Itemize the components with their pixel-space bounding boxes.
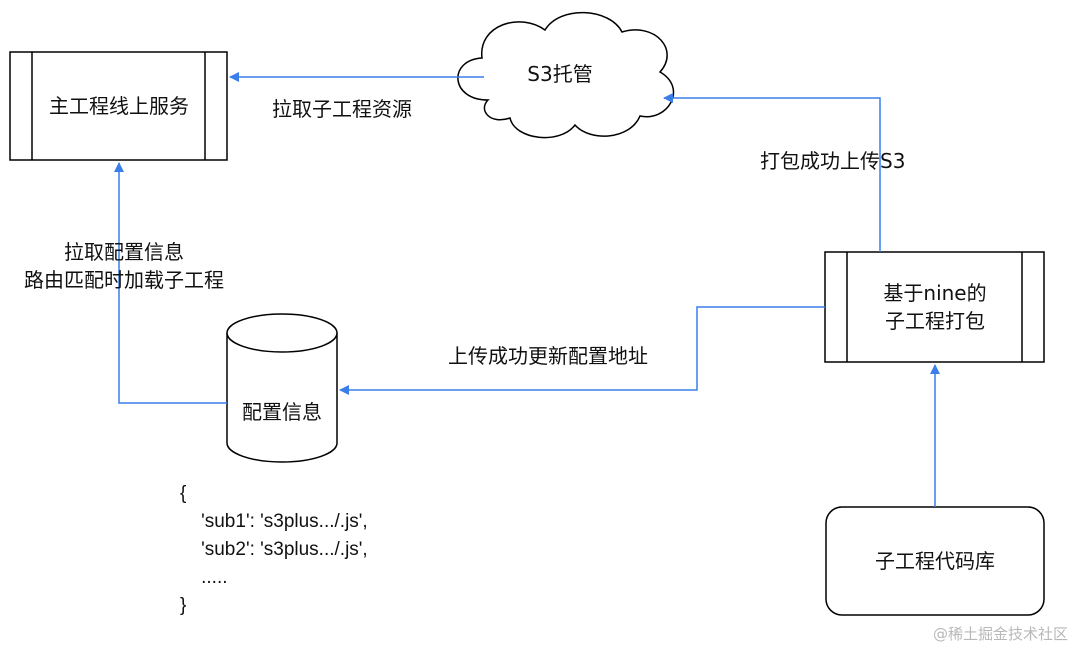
- watermark: @稀土掘金技术社区: [932, 625, 1068, 643]
- s3-cloud: [457, 11, 675, 139]
- arrow-build-to-s3: [663, 93, 881, 252]
- main-service-box: [9, 51, 228, 161]
- main-service-label: 主工程线上服务: [49, 94, 189, 118]
- code-line: }: [180, 595, 187, 616]
- arrow-build-to-config: [339, 306, 825, 395]
- edge-label-update-config: 上传成功更新配置地址: [448, 344, 648, 368]
- build-box: [824, 251, 1045, 363]
- config-database: [226, 313, 338, 463]
- config-code-sample: { 'sub1': 's3plus.../.js', 'sub2': 's3pl…: [180, 480, 368, 620]
- edge-label-upload-s3: 打包成功上传S3: [760, 149, 906, 173]
- edge-label-pull-resources: 拉取子工程资源: [272, 97, 412, 121]
- s3-label: S3托管: [527, 62, 593, 86]
- code-line: 'sub1': 's3plus.../.js',: [180, 511, 368, 532]
- code-line: 'sub2': 's3plus.../.js',: [180, 539, 368, 560]
- build-label-line2: 子工程打包: [885, 309, 985, 333]
- code-line: .....: [180, 567, 228, 588]
- arrow-config-to-main: [114, 162, 227, 404]
- edge-label-pull-config-line1: 拉取配置信息: [64, 240, 184, 264]
- code-line: {: [180, 483, 187, 504]
- config-label: 配置信息: [242, 400, 322, 424]
- edge-label-pull-config-line2: 路由匹配时加载子工程: [24, 268, 224, 292]
- build-label-line1: 基于nine的: [883, 281, 987, 305]
- repo-label: 子工程代码库: [875, 549, 995, 573]
